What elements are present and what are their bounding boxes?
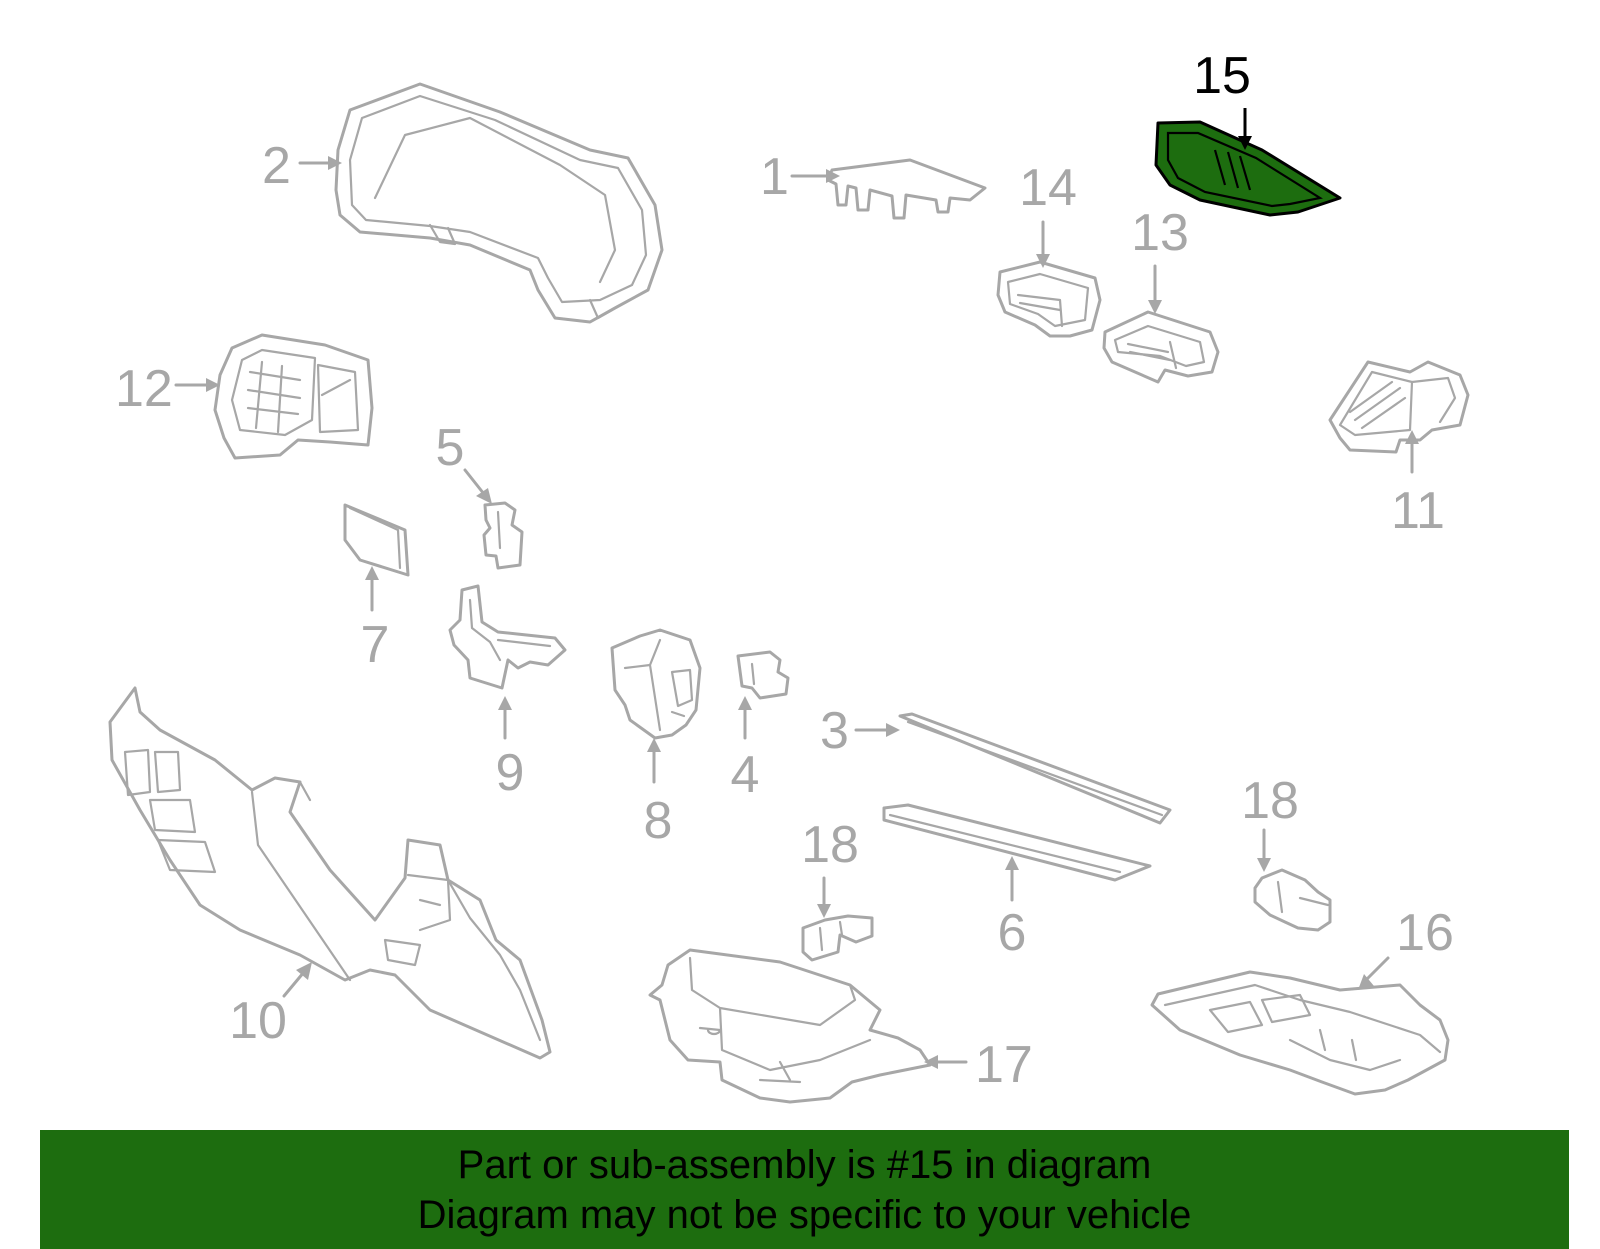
part-5-clip [482,501,524,570]
callout-number-18: 18 [801,816,859,874]
part-16-compartment [1150,970,1450,1096]
callout-18-right: 18 [1241,772,1299,872]
callout-7: 7 [361,566,390,674]
callout-number-14: 14 [1019,159,1077,217]
part-4-clip [736,650,790,700]
callout-11: 11 [1391,430,1445,540]
part-14-center-vent [996,260,1102,338]
part-2-cluster-bezel [334,82,664,324]
part-11-side-vent [1328,360,1470,454]
callout-number-11: 11 [1391,482,1445,540]
callout-2: 2 [262,137,342,195]
parts-diagram: 2 1 15 14 13 [108,47,1470,1104]
callout-number-9: 9 [496,744,525,802]
callout-9: 9 [496,696,525,802]
callout-16: 16 [1358,904,1454,990]
callout-number-10: 10 [229,992,287,1050]
callout-number-16: 16 [1396,904,1454,962]
callout-6: 6 [998,856,1027,962]
callout-number-8: 8 [644,792,673,850]
callout-number-18: 18 [1241,772,1299,830]
callout-number-1: 1 [760,148,789,206]
callout-8: 8 [644,738,673,850]
callout-number-17: 17 [975,1036,1033,1094]
callout-number-3: 3 [820,702,849,760]
banner-line-disclaimer: Diagram may not be specific to your vehi… [417,1192,1192,1237]
part-18-clip-left [801,914,874,962]
callout-1: 1 [760,148,840,206]
callout-10: 10 [229,962,312,1050]
callout-number-2: 2 [262,137,291,195]
callout-14: 14 [1019,159,1077,268]
callout-number-13: 13 [1131,204,1189,262]
callout-number-4: 4 [731,746,760,804]
banner-line-part-number: Part or sub-assembly is #15 in diagram [457,1142,1152,1187]
part-6-trim-strip [882,803,1152,882]
part-17-box-bracket [648,948,932,1104]
callout-number-15: 15 [1193,47,1251,105]
callout-17: 17 [924,1036,1033,1094]
callout-18-left: 18 [801,816,859,918]
part-8-switch-housing [610,628,702,740]
callout-number-12: 12 [115,360,173,418]
callout-4: 4 [731,696,760,804]
part-3-trim-strip [898,712,1172,825]
callout-13: 13 [1131,204,1189,314]
part-13-center-vent [1102,310,1220,384]
callout-12: 12 [115,360,220,418]
part-1-trim-clip [826,158,987,220]
callout-number-5: 5 [436,419,465,477]
part-9-bracket [448,584,567,690]
part-10-lower-panel [108,686,552,1060]
part-7-cover [343,503,410,577]
callout-3: 3 [820,702,900,760]
part-18-clip-right [1253,868,1332,932]
info-banner: Part or sub-assembly is #15 in diagram D… [40,1130,1569,1249]
callout-5: 5 [436,419,492,504]
part-15-highlighted-trim [1154,120,1342,217]
callout-number-6: 6 [998,904,1027,962]
callout-15: 15 [1193,47,1252,150]
part-12-side-vent [213,333,374,460]
callout-number-7: 7 [361,616,390,674]
